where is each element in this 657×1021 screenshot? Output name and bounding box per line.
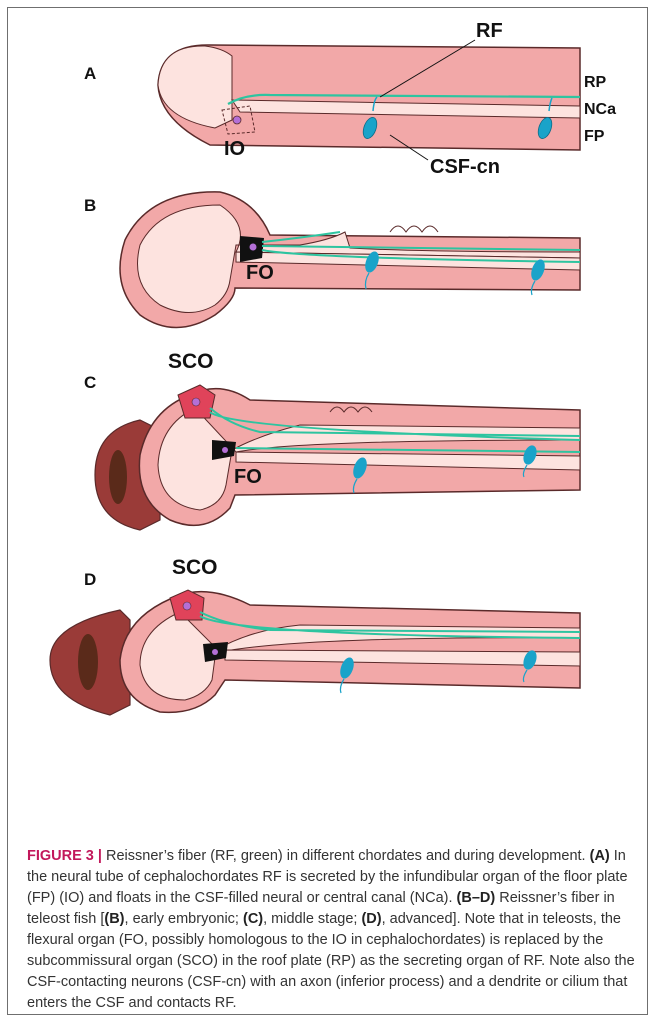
panel-d-letter: D	[84, 570, 96, 590]
label-sco-c: SCO	[168, 350, 214, 374]
caption-bold-a: (A)	[590, 848, 610, 864]
panel-a-drawing	[158, 40, 580, 160]
caption-text-5: , middle stage;	[263, 911, 361, 927]
caption-text-4: , early embryonic;	[125, 911, 243, 927]
label-rf: RF	[476, 20, 503, 43]
panel-b-roof-bumps	[390, 226, 438, 232]
label-io: IO	[224, 138, 245, 161]
panel-b-drawing	[120, 192, 580, 328]
panel-a-rostral-bulb	[158, 46, 232, 128]
panel-c-eye	[109, 450, 127, 504]
label-fo-b: FO	[246, 262, 274, 285]
label-sco-d: SCO	[172, 556, 218, 580]
panel-a-letter: A	[84, 64, 96, 84]
label-fo-c: FO	[234, 466, 262, 489]
caption-text-1: Reissner’s fiber (RF, green) in differen…	[102, 848, 590, 864]
panel-b-letter: B	[84, 196, 96, 216]
panel-a-io-cell	[233, 116, 241, 124]
label-rp: RP	[584, 74, 606, 92]
label-nca: NCa	[584, 101, 616, 119]
reissner-fiber-diagram	[0, 0, 657, 830]
panel-d-drawing	[50, 590, 580, 715]
caption-figure-number: FIGURE 3 |	[27, 848, 102, 864]
panel-c-drawing	[95, 385, 580, 530]
panel-c-letter: C	[84, 373, 96, 393]
caption-bold-d: (D)	[361, 911, 381, 927]
caption-bold-bd: (B–D)	[457, 890, 496, 906]
panel-d-eye	[78, 634, 98, 690]
figure-caption: FIGURE 3 | Reissner’s fiber (RF, green) …	[27, 846, 637, 1014]
caption-bold-b: (B)	[104, 911, 124, 927]
label-fp: FP	[584, 128, 604, 146]
label-csf-cn: CSF-cn	[430, 156, 500, 179]
caption-bold-c: (C)	[243, 911, 263, 927]
